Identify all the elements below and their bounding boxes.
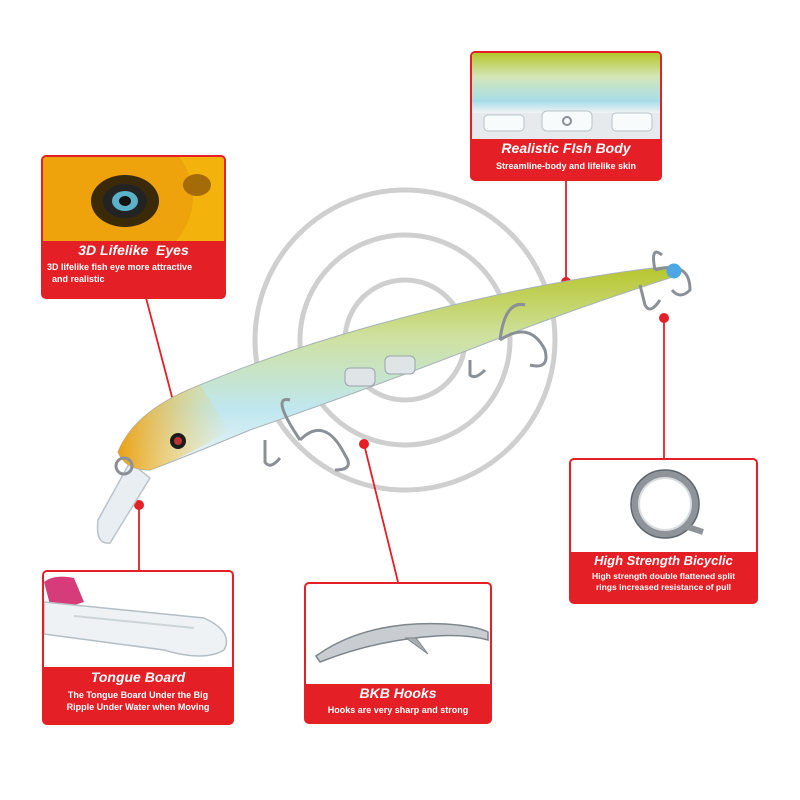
body-callout-card: Realistic FIsh Body Streamline-body and … <box>470 51 662 181</box>
hooks-callout-title: BKB Hooks <box>359 685 437 701</box>
tongue-marker-dot <box>134 500 144 510</box>
tail-treble-hook <box>638 284 662 311</box>
ring-callout-description-line2: rings increased resistance of pull <box>595 582 732 593</box>
body-callout-caption: Realistic FIsh Body Streamline-body and … <box>472 135 660 179</box>
hook-point-icon <box>306 584 490 684</box>
hook-marker-dot <box>359 439 369 449</box>
eyes-callout-title: 3D Lifelike Eyes <box>78 242 189 258</box>
hooks-callout-description: Hooks are very sharp and strong <box>327 705 469 715</box>
tongue-callout-description-line1: The Tongue Board Under the Big <box>67 690 209 700</box>
ring-callout-title: High Strength Bicyclic <box>594 553 733 568</box>
body-callout-title: Realistic FIsh Body <box>501 140 631 156</box>
tongue-callout-title: Tongue Board <box>90 669 186 685</box>
eyes-callout-description-line1: 3D lifelike fish eye more attractive <box>47 262 193 272</box>
body-callout-description: Streamline-body and lifelike skin <box>495 161 637 171</box>
middle-treble-hook <box>468 360 487 379</box>
ring-callout-caption: High Strength Bicyclic High strength dou… <box>571 548 756 602</box>
ring-callout-card: High Strength Bicyclic High strength dou… <box>569 458 758 604</box>
split-ring-icon <box>571 460 756 552</box>
front-treble-hook <box>263 440 282 467</box>
eyes-callout-caption: 3D Lifelike Eyes 3D lifelike fish eye mo… <box>43 237 224 297</box>
eyes-callout-card: 3D Lifelike Eyes 3D lifelike fish eye mo… <box>41 155 226 299</box>
ring-callout-description-line1: High strength double flattened split <box>591 571 736 581</box>
hooks-callout-caption: BKB Hooks Hooks are very sharp and stron… <box>306 680 490 722</box>
hooks-callout-card: BKB Hooks Hooks are very sharp and stron… <box>304 582 492 724</box>
tongue-callout-caption: Tongue Board The Tongue Board Under the … <box>44 663 232 723</box>
tongue-callout-card: Tongue Board The Tongue Board Under the … <box>42 570 234 725</box>
tongue-callout-description-line2: Ripple Under Water when Moving <box>66 702 210 713</box>
fish-scale-closeup-icon <box>472 53 660 139</box>
eyes-callout-description-line2: and realistic <box>52 274 105 285</box>
ring-marker-dot <box>659 313 669 323</box>
tongue-board-lip <box>96 460 151 544</box>
tongue-board-closeup-icon <box>44 572 232 667</box>
fish-eye-closeup-icon <box>43 157 224 241</box>
